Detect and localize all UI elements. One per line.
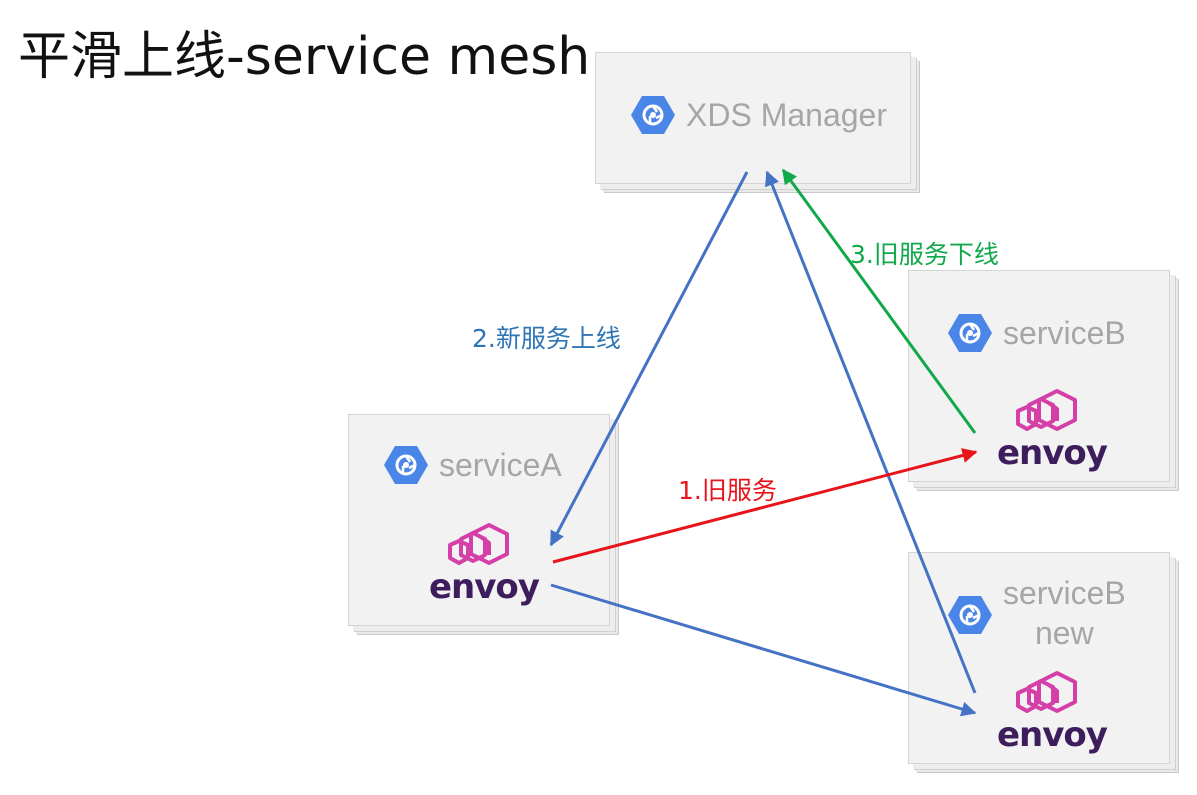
arrow-service-b-to-xds [781,168,977,434]
service-b-new-envoy-logo: envoy [997,671,1108,761]
envoy-icon [1016,389,1077,431]
service-b-new-label-line1: serviceB [1003,575,1126,611]
service-a-label: serviceA [439,447,562,483]
edge-label-old-service: 1.旧服务 [678,476,777,505]
gcp-hexagon-icon [948,314,992,352]
service-b-new-label-line2: new [1035,615,1094,651]
service-b-new-header: serviceB new [947,573,1126,653]
service-b-envoy-text: envoy [997,433,1108,473]
service-b-header: serviceB [947,313,1126,353]
xds-manager-label: XDS Manager [686,97,887,133]
service-b-new-label: serviceB new [1003,573,1126,653]
envoy-icon [448,523,509,565]
arrow-service-a-to-service-b [552,448,978,564]
service-b-node: serviceB envoy [908,270,1170,482]
edge-label-new-service-online: 2.新服务上线 [472,324,621,353]
envoy-icon [1016,671,1077,713]
edge-label-old-service-offline: 3.旧服务下线 [850,240,999,269]
service-b-new-node: serviceB new envoy [908,552,1170,764]
arrow-xds-to-service-a [549,171,749,547]
service-a-header: serviceA [383,445,562,485]
arrow-service-b-new-to-xds [765,170,977,694]
service-a-envoy-text: envoy [429,567,540,607]
gcp-hexagon-icon [948,596,992,634]
xds-manager-header: XDS Manager [630,95,887,135]
service-a-envoy-logo: envoy [429,523,540,613]
gcp-hexagon-icon [384,446,428,484]
gcp-hexagon-icon [631,96,675,134]
arrow-service-a-to-service-b-new [550,583,977,717]
xds-manager-node: XDS Manager [595,52,911,184]
service-b-envoy-logo: envoy [997,389,1108,479]
page-title: 平滑上线-service mesh [18,27,591,87]
service-a-node: serviceA envoy [348,414,610,626]
service-b-new-envoy-text: envoy [997,715,1108,755]
service-b-label: serviceB [1003,315,1126,351]
